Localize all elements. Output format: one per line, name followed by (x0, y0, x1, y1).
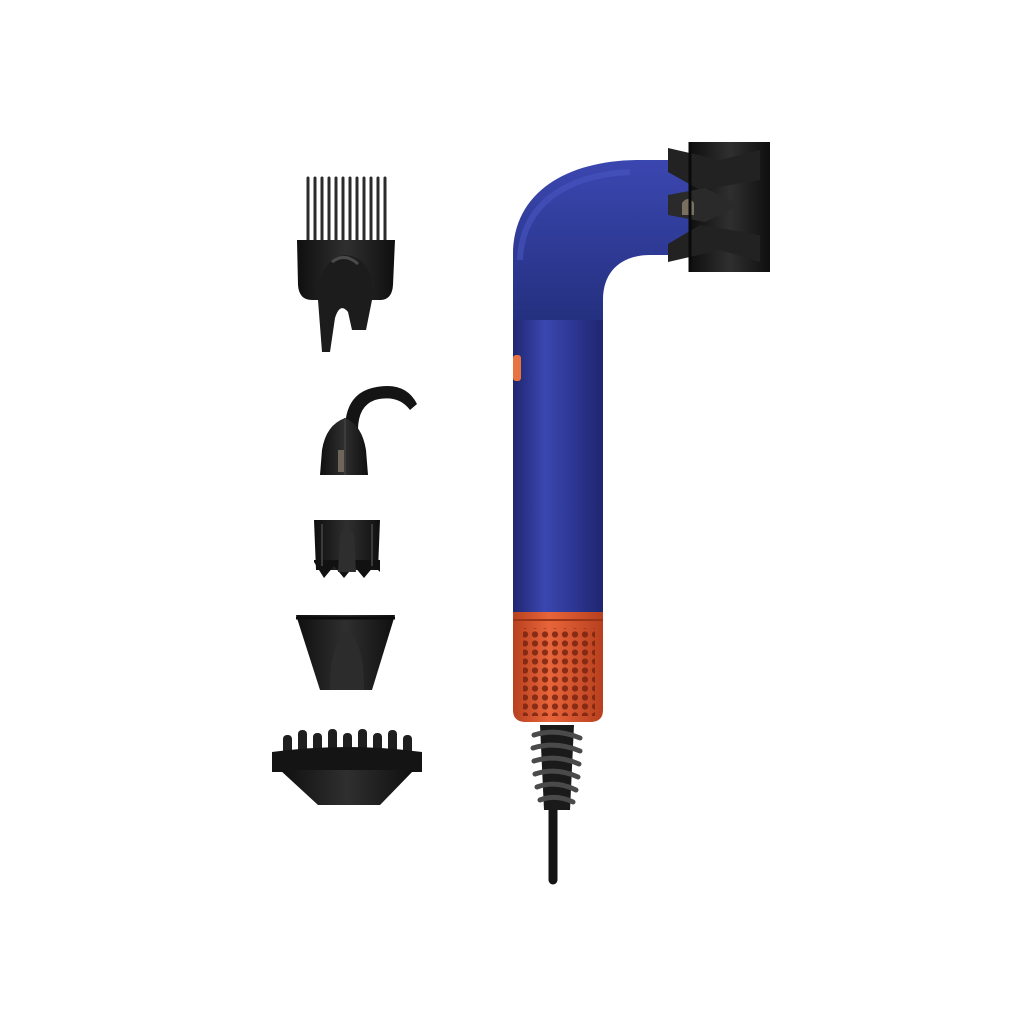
flyaway-hook-attachment-icon (320, 386, 417, 475)
wide-tooth-comb-attachment-icon (297, 176, 395, 352)
diffuser-attachment-icon (272, 729, 422, 805)
cord-strain-relief (530, 725, 583, 810)
dryer-arch (513, 160, 690, 320)
power-button (513, 355, 521, 381)
dryer-head-attachment (668, 142, 770, 272)
gentle-air-attachment-icon (314, 520, 380, 578)
hair-dryer-icon (513, 142, 770, 885)
dryer-handle (513, 300, 603, 612)
styling-concentrator-icon (296, 615, 395, 690)
